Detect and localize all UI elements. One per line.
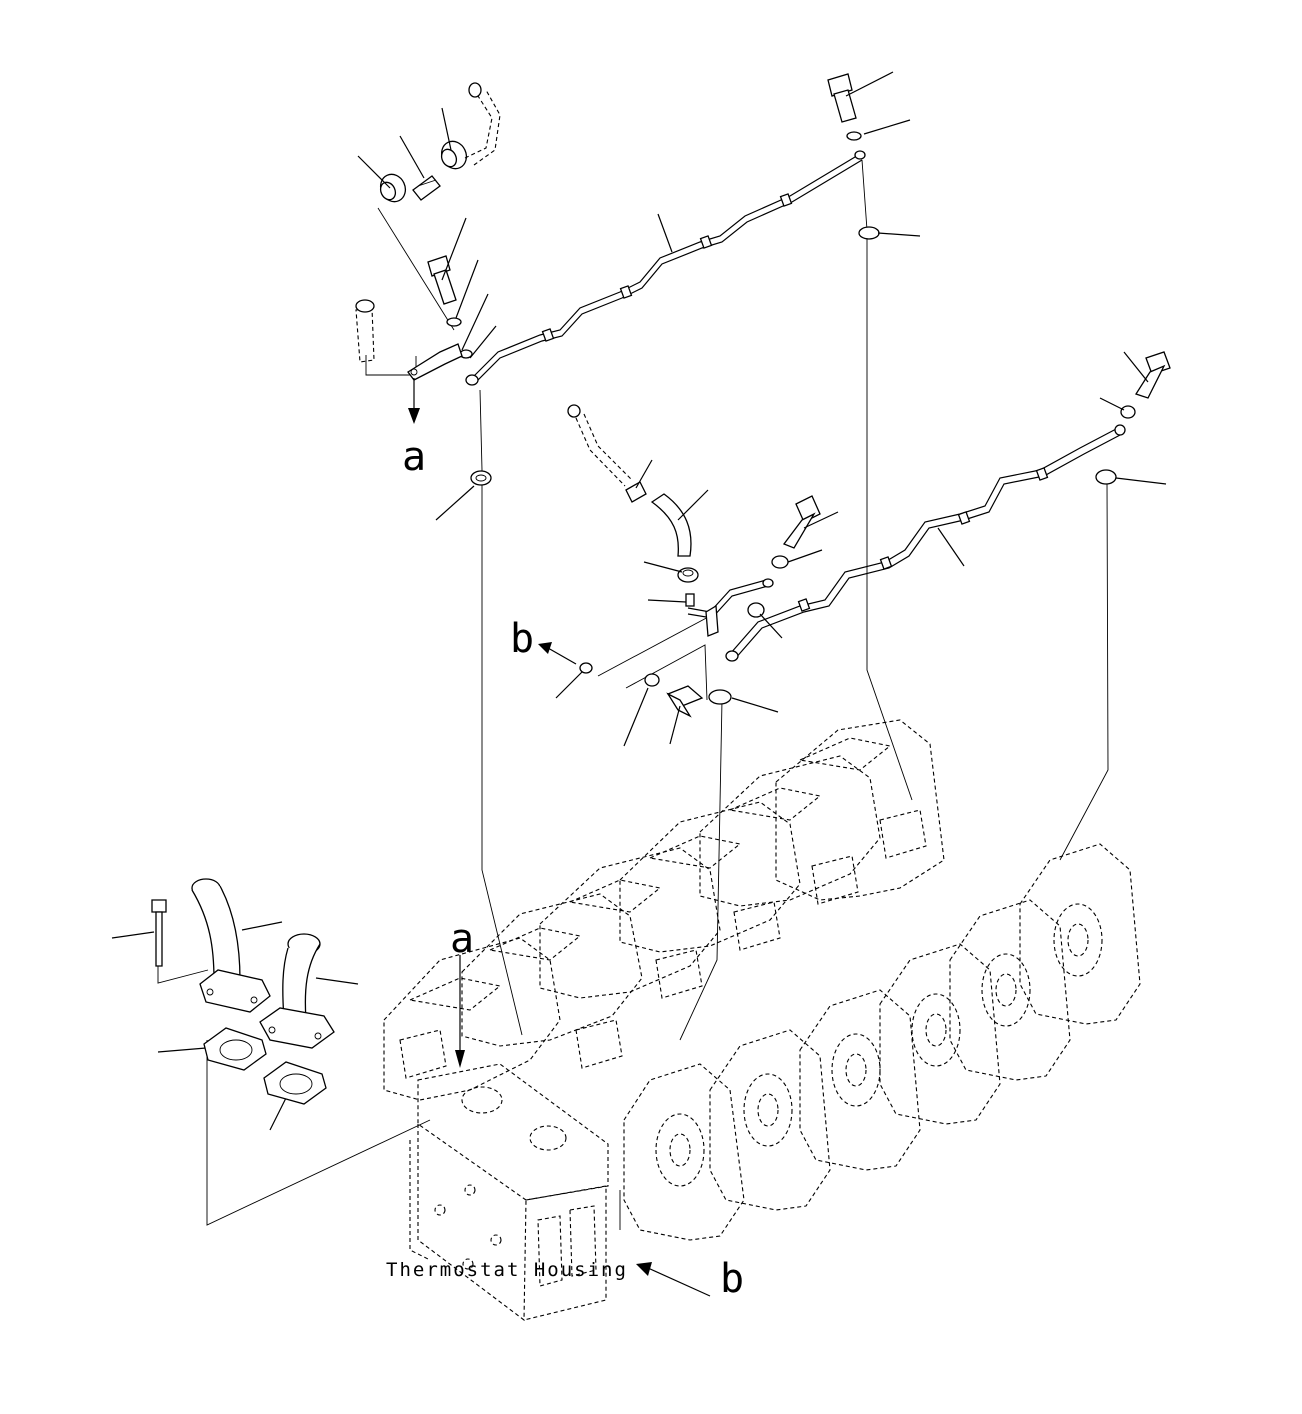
- cylinder-heads-lower-row: [623, 843, 1141, 1241]
- label-view-a-bottom: a: [450, 916, 474, 962]
- oil-tube-lower-right: [725, 424, 1126, 662]
- label-view-b-bottom: b: [720, 1256, 744, 1302]
- cylinder-heads-upper-row: [383, 719, 945, 1101]
- thermostat-housing: [409, 1063, 609, 1322]
- gasket-top-right: [858, 226, 880, 240]
- oil-tube-upper-left: [465, 150, 866, 386]
- bolt-far-right: [1095, 351, 1171, 485]
- label-view-a-top: a: [402, 434, 426, 480]
- bolt-top-right: [827, 73, 862, 141]
- view-arrows: [408, 378, 711, 1297]
- clamp-hose-group-top: [355, 82, 501, 381]
- leader-lines: [111, 71, 1167, 1131]
- caption-thermostat-housing: Thermostat Housing: [386, 1259, 628, 1281]
- label-view-b-left: b: [510, 616, 534, 662]
- bolt-lower: [579, 662, 732, 718]
- water-outlet-pipes: [151, 878, 335, 1105]
- bracket-middle: [687, 578, 774, 637]
- bolt-middle: [747, 495, 821, 618]
- gasket-left: [470, 470, 492, 486]
- hose-group-middle: [567, 404, 699, 607]
